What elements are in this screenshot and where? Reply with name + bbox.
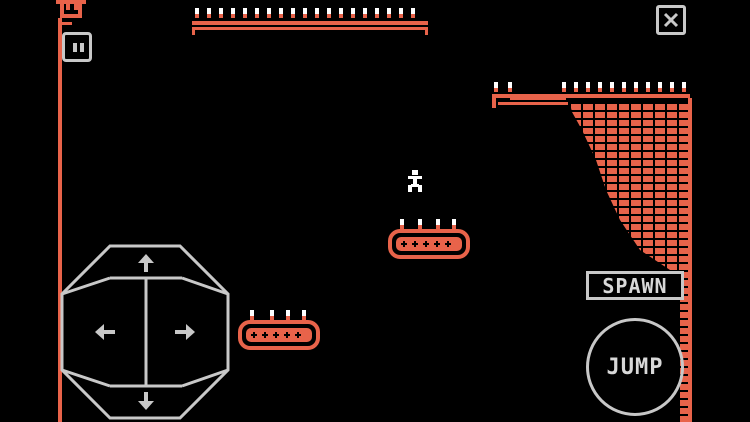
spike [255,8,259,18]
spike [494,82,498,92]
spawn-button[interactable]: SPAWN [586,271,684,300]
floating-platform-upper [388,219,470,259]
spike [586,82,590,92]
cliff-spike-row [494,82,686,92]
spike [339,8,343,18]
spike [303,8,307,18]
right-cliff-terrain [492,94,692,422]
platform-rivet [434,241,440,247]
left-wall [56,0,86,422]
spike [195,8,199,18]
spike [302,310,306,320]
spike [574,82,578,92]
spike [375,8,379,18]
spike [243,8,247,18]
spike [363,8,367,18]
jump-button-label: JUMP [606,354,664,380]
spike [658,82,662,92]
platform-rivet [412,241,418,247]
spike [622,82,626,92]
spike [418,219,422,229]
jump-button[interactable]: JUMP [586,318,684,416]
spike [399,8,403,18]
spike [351,8,355,18]
spike [291,8,295,18]
platform-rivet [284,332,290,338]
arrow-left-icon[interactable] [95,324,115,340]
spike [634,82,638,92]
spike [286,310,290,320]
platform-rivet [295,332,301,338]
spike [562,82,566,92]
player-sprite [408,170,422,192]
spike [207,8,211,18]
close-icon [663,12,679,28]
pause-button[interactable] [62,32,92,62]
platform-rivet [445,241,451,247]
spike [646,82,650,92]
spike [400,219,404,229]
platform-rivet [251,332,257,338]
spike [270,310,274,320]
spike [610,82,614,92]
spike [598,82,602,92]
spike [250,310,254,320]
spike [279,8,283,18]
spike [387,8,391,18]
spike [315,8,319,18]
arrow-right-icon[interactable] [175,324,195,340]
floating-platform-lower [238,310,320,350]
spike [508,82,512,92]
spike [452,219,456,229]
spawn-button-label: SPAWN [602,273,668,298]
platform-rivet [423,241,429,247]
spike [411,8,415,18]
close-button[interactable] [656,5,686,35]
dpad-controller[interactable] [60,244,230,420]
spike [231,8,235,18]
spike [436,219,440,229]
spike [327,8,331,18]
spike [670,82,674,92]
spike [219,8,223,18]
pause-icon [73,43,77,52]
arrow-up-icon[interactable] [138,254,154,272]
spike [682,82,686,92]
platform-rivet [273,332,279,338]
ceiling-spike-strip [192,8,428,35]
platform-rivet [401,241,407,247]
pause-icon-bar [80,43,84,52]
arrow-down-icon[interactable] [138,392,154,410]
spike [267,8,271,18]
platform-rivet [262,332,268,338]
